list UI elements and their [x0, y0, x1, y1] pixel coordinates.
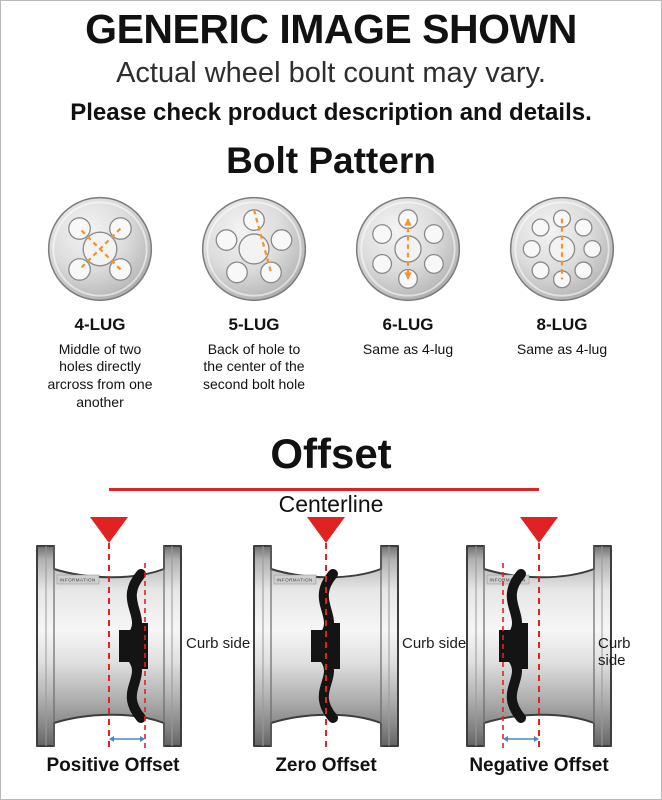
disclaimer-note: Please check product description and det… [70, 99, 592, 127]
svg-text:INFORMATION: INFORMATION [60, 577, 96, 582]
lug-label: 6-LUG [382, 314, 434, 334]
wheel-6-lug-diagram [355, 196, 461, 301]
wheel-8-lug-diagram [509, 196, 615, 301]
bolt-pattern-row: 4-LUG Middle of two holes directly arcro… [1, 193, 661, 413]
centerline-marker-icon [520, 516, 558, 543]
lug-label: 5-LUG [228, 314, 280, 334]
offset-heading: Offset [270, 430, 392, 478]
lug-description: Middle of two holes directly arcross fro… [47, 340, 153, 411]
wheel-4-lug-diagram [47, 196, 153, 301]
lug-label: 4-LUG [74, 314, 126, 334]
bolt-pattern-item-6lug: 6-LUG Same as 4-lug [344, 193, 472, 359]
curb-side-label: Curb side [598, 634, 631, 669]
wheel-5-lug-diagram [201, 196, 307, 301]
centerline-marker-icon [307, 516, 345, 543]
centerline-label: Centerline [278, 490, 384, 517]
positive-offset-label: Positive Offset [46, 754, 180, 776]
lug-description: Back of hole to the center of the second… [203, 340, 305, 393]
zero-offset-label: Zero Offset [275, 754, 377, 776]
bolt-pattern-heading: Bolt Pattern [226, 140, 436, 182]
curb-side-label: Curb side [186, 634, 251, 652]
wheel-positive-offset-diagram: INFORMATION [36, 542, 182, 749]
wheel-zero-offset-diagram: INFORMATION [253, 542, 399, 749]
svg-text:INFORMATION: INFORMATION [490, 577, 526, 582]
page-title: GENERIC IMAGE SHOWN [85, 6, 577, 52]
offset-diagram: Centerline INFORMATION INFORMATION INFOR… [1, 483, 661, 785]
svg-text:INFORMATION: INFORMATION [277, 577, 313, 582]
subtitle: Actual wheel bolt count may vary. [116, 57, 546, 90]
lug-label: 8-LUG [536, 314, 588, 334]
lug-description: Same as 4-lug [516, 340, 608, 357]
bolt-pattern-item-5lug: 5-LUG Back of hole to the center of the … [190, 193, 318, 395]
centerline-line [109, 487, 539, 491]
bolt-pattern-item-4lug: 4-LUG Middle of two holes directly arcro… [36, 193, 164, 413]
lug-description: Same as 4-lug [362, 340, 454, 357]
curb-side-label: Curb side [402, 634, 467, 652]
centerline-marker-icon [90, 516, 128, 543]
bolt-pattern-item-8lug: 8-LUG Same as 4-lug [498, 193, 626, 359]
wheel-negative-offset-diagram: INFORMATION [466, 542, 612, 749]
negative-offset-label: Negative Offset [469, 754, 609, 776]
